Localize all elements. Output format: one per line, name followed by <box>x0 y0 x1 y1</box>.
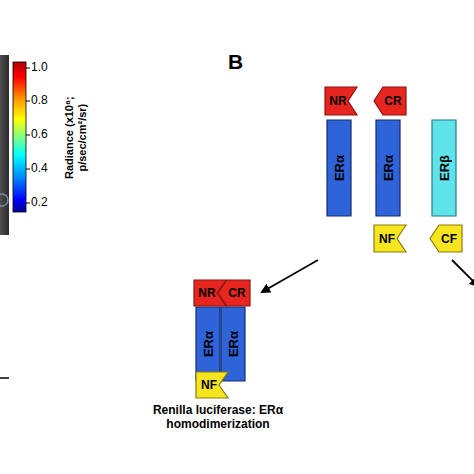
receptor-box: ERβ <box>432 120 456 216</box>
figure-caption: Renilla luciferase: ERα homodimerization <box>143 404 293 432</box>
receptor-name: ERα <box>382 155 395 181</box>
nluc-tag: NR <box>325 87 357 115</box>
flow-arrow <box>262 260 318 292</box>
colorbar-tick-label: 0.4 <box>31 162 61 176</box>
cluc-tag: CR <box>374 87 406 115</box>
shape-fill <box>325 87 357 115</box>
image-panel <box>0 55 9 235</box>
shape-fill <box>221 307 245 381</box>
nluc-tag: NF <box>374 225 406 252</box>
colorbar-tick-label: 1.0 <box>31 61 61 75</box>
colorbar <box>13 62 26 212</box>
receptor-box: ERα <box>327 120 351 216</box>
colorbar-tick-label: 0.6 <box>31 128 61 142</box>
shape-fill <box>374 225 406 252</box>
image-roi <box>0 194 8 206</box>
colorbar-tick-label: 0.2 <box>31 196 61 210</box>
flow-arrow <box>452 260 474 286</box>
tag-name: CR <box>228 287 245 299</box>
shape-fill <box>376 120 400 216</box>
colorbar-tick-label: 0.8 <box>31 94 61 108</box>
cluc-tag: CF <box>430 225 462 252</box>
shape-fill <box>218 280 250 306</box>
tag-name: CF <box>441 233 457 245</box>
tag-name: CR <box>384 95 401 107</box>
shape-fill <box>327 120 351 216</box>
tag-name: NF <box>379 233 395 245</box>
receptor-name: ERα <box>333 155 346 181</box>
panel-edge-line <box>0 377 9 379</box>
shape-fill <box>196 372 228 398</box>
nluc-tag: NF <box>196 372 228 398</box>
colorbar-ticks <box>26 68 30 203</box>
colorbar-title: Radiance (x10⁶; p/sec/cm²/sr) <box>63 72 88 202</box>
receptor-name: ERα <box>227 331 240 357</box>
shape-fill <box>196 307 220 381</box>
receptor-name: ERα <box>202 331 215 357</box>
receptor-name: ERβ <box>438 155 451 181</box>
tag-name: NR <box>329 95 346 107</box>
panel-letter: B <box>228 50 258 74</box>
shape-fill <box>430 225 462 252</box>
tag-name: NF <box>201 379 217 391</box>
receptor-box: ERα <box>221 307 245 381</box>
receptor-box: ERα <box>196 307 220 381</box>
receptor-box: ERα <box>376 120 400 216</box>
shape-fill <box>374 87 406 115</box>
shape-fill <box>432 120 456 216</box>
tag-name: NR <box>198 287 215 299</box>
cluc-tag: CR <box>218 280 250 306</box>
